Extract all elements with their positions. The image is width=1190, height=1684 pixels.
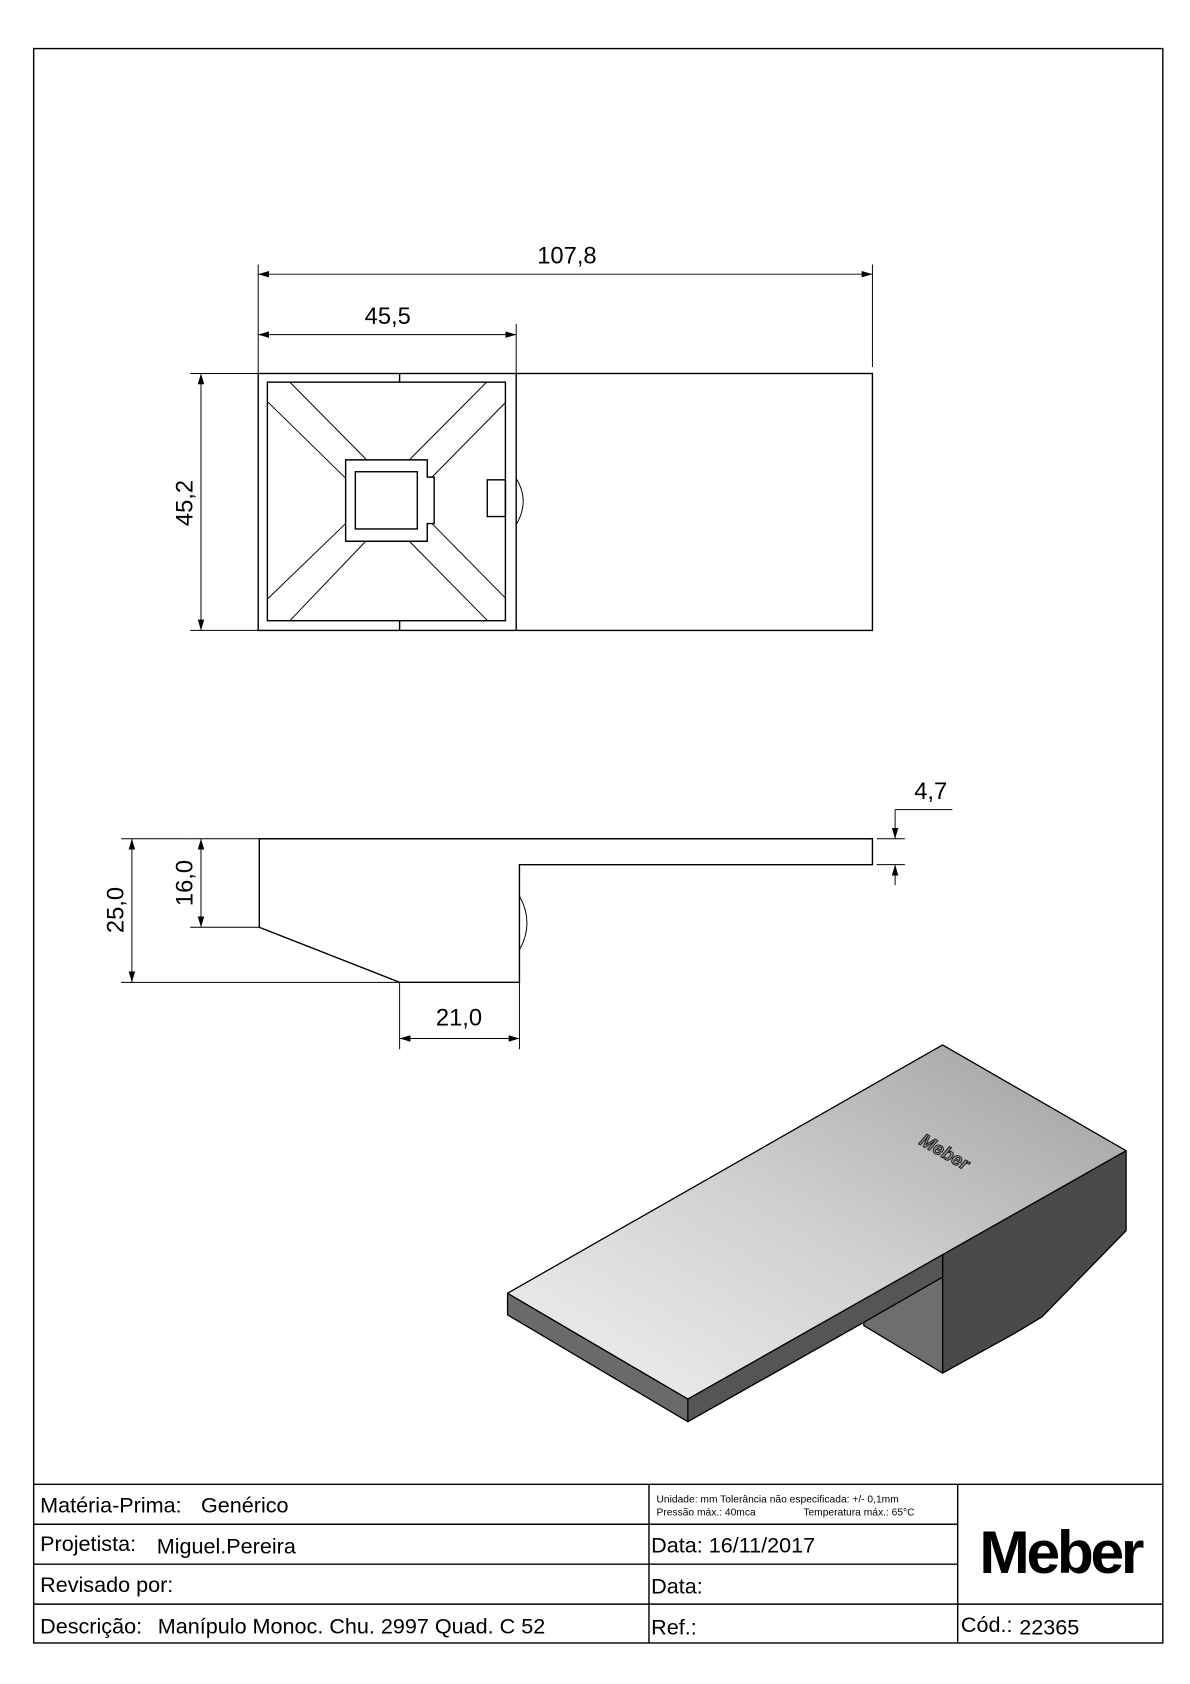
material-value: Genérico xyxy=(201,1492,289,1517)
description-label: Descrição: xyxy=(40,1613,142,1638)
review-date-label: Data: xyxy=(651,1573,703,1598)
temperature-note: Temperatura máx.: 65°C xyxy=(803,1508,915,1519)
designer-value: Miguel.Pereira xyxy=(157,1533,296,1558)
dim-head-height: 16,0 xyxy=(172,860,198,906)
isometric-view: Meber xyxy=(506,1044,1127,1423)
side-view: 4,7 16,0 25,0 21,0 xyxy=(103,779,953,1050)
pressure-note: Pressão máx.: 40mca xyxy=(657,1508,756,1519)
reviewed-by-label: Revisado por: xyxy=(40,1572,173,1597)
tolerance-note: Unidade: mm Tolerância não especificada:… xyxy=(657,1495,899,1506)
ref-label: Ref.: xyxy=(651,1614,697,1639)
date-field: Data: 16/11/2017 xyxy=(651,1532,815,1557)
dim-width: 45,2 xyxy=(172,480,198,526)
code-label: Cód.: xyxy=(961,1612,1013,1637)
dim-base-length: 21,0 xyxy=(436,1006,482,1032)
title-block: Matéria-Prima: Genérico Unidade: mm Tole… xyxy=(33,1483,1163,1643)
dim-overall-length: 107,8 xyxy=(537,243,596,269)
dim-lever-thickness: 4,7 xyxy=(914,779,947,805)
dim-head-length: 45,5 xyxy=(365,304,411,330)
description-value: Manípulo Monoc. Chu. 2997 Quad. C 52 xyxy=(158,1613,545,1638)
designer-label: Projetista: xyxy=(40,1531,136,1556)
dim-total-height: 25,0 xyxy=(103,887,129,933)
code-value: 22365 xyxy=(1019,1614,1079,1639)
company-logo: Meber xyxy=(979,1518,1144,1586)
material-label: Matéria-Prima: xyxy=(40,1492,181,1517)
sheet-border xyxy=(32,47,1164,1644)
top-view: 107,8 45,5 45,2 xyxy=(172,243,874,632)
